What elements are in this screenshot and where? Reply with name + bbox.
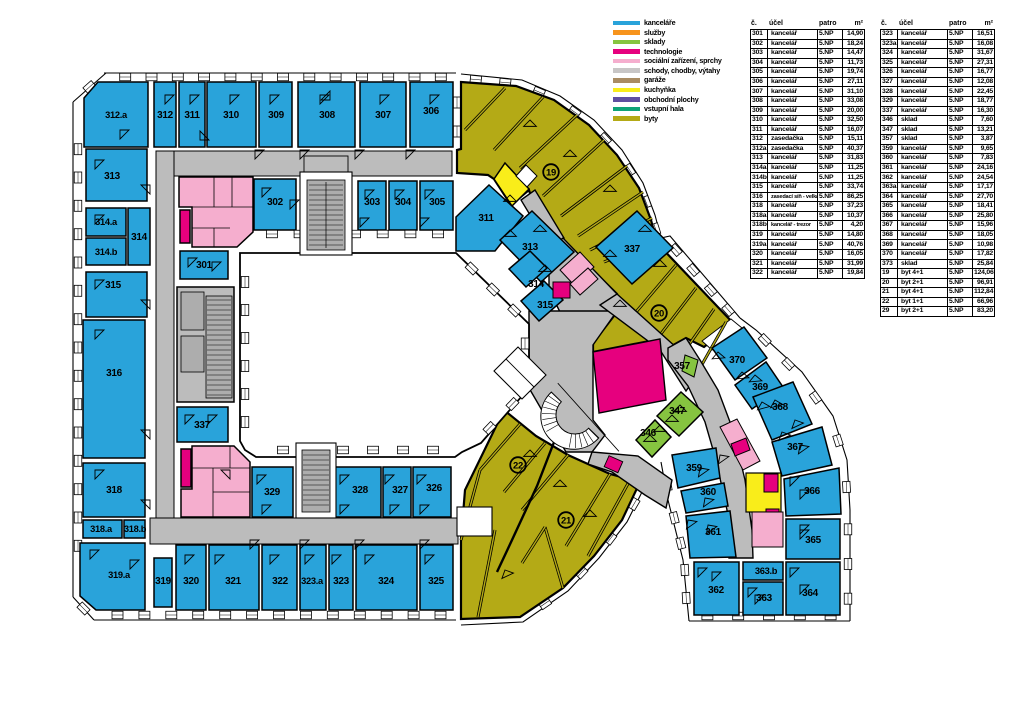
svg-text:20: 20: [654, 308, 664, 319]
svg-text:363.b: 363.b: [755, 566, 778, 576]
svg-text:315: 315: [105, 280, 122, 291]
svg-text:363: 363: [756, 593, 773, 604]
svg-text:367: 367: [787, 442, 804, 453]
svg-text:303: 303: [364, 197, 381, 208]
svg-text:370: 370: [729, 355, 746, 366]
svg-text:308: 308: [319, 110, 336, 121]
svg-text:22: 22: [513, 460, 523, 471]
svg-text:305: 305: [429, 197, 446, 208]
svg-text:362: 362: [708, 585, 725, 596]
svg-text:306: 306: [423, 106, 440, 117]
svg-text:337: 337: [624, 244, 641, 255]
svg-text:314.b: 314.b: [95, 247, 118, 257]
svg-text:318.b: 318.b: [124, 524, 147, 534]
svg-text:357: 357: [674, 361, 691, 372]
svg-text:311: 311: [184, 110, 200, 121]
svg-text:325: 325: [428, 576, 445, 587]
svg-text:323: 323: [333, 576, 350, 587]
svg-text:324: 324: [378, 576, 395, 587]
svg-text:366: 366: [804, 486, 821, 497]
svg-text:319.a: 319.a: [108, 570, 131, 580]
svg-text:323.a: 323.a: [301, 576, 324, 586]
svg-text:346: 346: [640, 428, 657, 439]
svg-text:313: 313: [522, 242, 539, 253]
svg-text:361: 361: [705, 527, 722, 538]
svg-text:369: 369: [752, 382, 769, 393]
svg-text:304: 304: [395, 197, 412, 208]
svg-text:19: 19: [546, 167, 556, 178]
svg-text:21: 21: [561, 515, 572, 526]
svg-text:313: 313: [104, 171, 121, 182]
svg-text:318.a: 318.a: [90, 524, 113, 534]
svg-text:320: 320: [183, 576, 200, 587]
svg-text:327: 327: [392, 485, 409, 496]
svg-text:314: 314: [131, 232, 148, 243]
svg-text:360: 360: [700, 487, 717, 498]
svg-text:318: 318: [106, 485, 123, 496]
svg-text:337: 337: [194, 420, 211, 431]
svg-text:314.a: 314.a: [95, 217, 118, 227]
svg-text:311: 311: [478, 213, 494, 224]
svg-text:368: 368: [772, 402, 789, 413]
svg-text:310: 310: [223, 110, 240, 121]
svg-text:329: 329: [264, 487, 281, 498]
svg-text:302: 302: [267, 197, 284, 208]
svg-text:314: 314: [528, 279, 545, 290]
svg-text:322: 322: [272, 576, 289, 587]
svg-text:364: 364: [802, 588, 819, 599]
svg-text:326: 326: [426, 483, 443, 494]
svg-text:328: 328: [352, 485, 369, 496]
svg-text:319: 319: [155, 576, 172, 587]
svg-text:315: 315: [537, 300, 554, 311]
svg-text:301: 301: [196, 260, 213, 271]
svg-text:321: 321: [225, 576, 242, 587]
svg-text:316: 316: [106, 368, 123, 379]
svg-text:347: 347: [669, 406, 686, 417]
svg-text:312: 312: [157, 110, 174, 121]
svg-text:309: 309: [268, 110, 285, 121]
svg-text:307: 307: [375, 110, 392, 121]
svg-text:365: 365: [805, 535, 822, 546]
svg-text:359: 359: [686, 463, 703, 474]
svg-text:312.a: 312.a: [105, 110, 128, 120]
